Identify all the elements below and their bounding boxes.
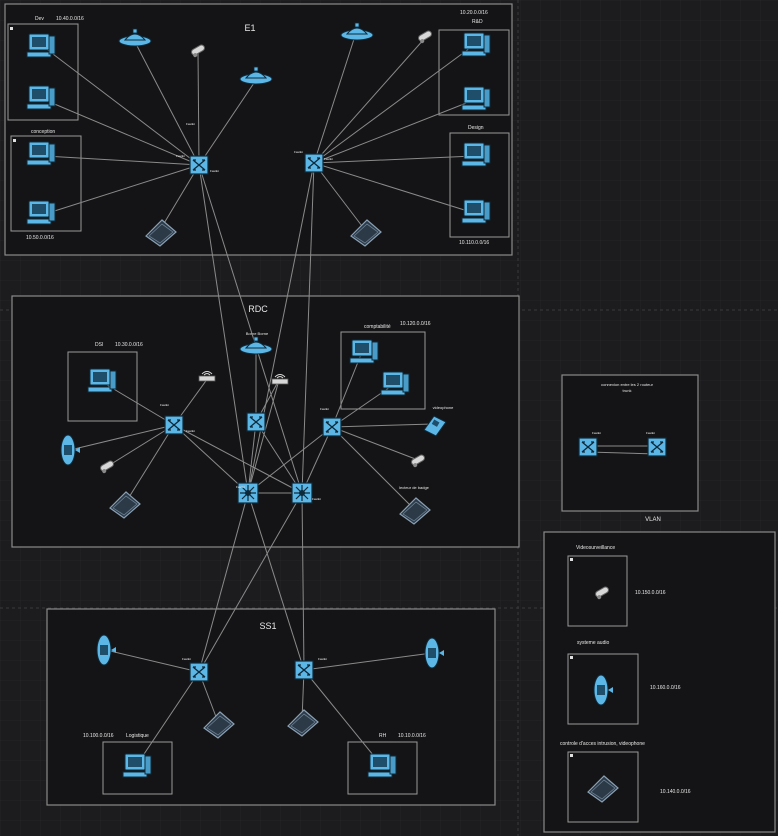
subnet-conception: 10.50.0.0/16	[26, 235, 54, 241]
computer-icon[interactable]	[461, 142, 491, 167]
zone-ss1	[46, 608, 496, 806]
switch-icon[interactable]	[189, 662, 209, 682]
port-label: FastEt	[318, 657, 327, 661]
port-label: FastEt	[236, 485, 245, 489]
label-compta: comptabilité	[364, 324, 391, 330]
zone-title-e1: E1	[244, 23, 255, 33]
router-icon[interactable]	[291, 482, 313, 504]
port-label: FastEt	[210, 169, 219, 173]
zone-title-vlan: VLAN	[645, 517, 661, 523]
subnet-rnd: 10.20.0.0/16	[460, 10, 488, 16]
port-label: FastEt	[186, 122, 195, 126]
subnet-audio: 10.160.0.0/16	[650, 685, 681, 691]
port-label: FastEt	[320, 407, 329, 411]
switch-icon[interactable]	[304, 153, 324, 173]
label-dsi: DSI	[95, 342, 103, 348]
switch-icon[interactable]	[294, 660, 314, 680]
computer-icon[interactable]	[26, 85, 56, 110]
computer-icon[interactable]	[87, 368, 117, 393]
zone-title-ss1: SS1	[259, 621, 276, 631]
computer-icon[interactable]	[26, 33, 56, 58]
vlan-caption: connexion entre les 2 routeur	[601, 382, 653, 387]
switch-icon[interactable]	[647, 437, 667, 457]
group-audio	[567, 653, 639, 725]
group-design	[449, 132, 510, 238]
label-rh: RH	[379, 733, 387, 739]
label-video: Videosurveillance	[576, 545, 615, 551]
computer-icon[interactable]	[122, 753, 152, 778]
group-logistique	[102, 741, 173, 795]
switch-icon[interactable]	[578, 437, 598, 457]
group-acces	[567, 751, 639, 823]
port-label: FastEt	[186, 429, 195, 433]
zone-security	[543, 531, 776, 833]
computer-icon[interactable]	[26, 200, 56, 225]
computer-icon[interactable]	[461, 86, 491, 111]
group-dev	[7, 23, 79, 121]
label-rnd: R&D	[472, 19, 483, 25]
port-label: FastEt	[324, 157, 333, 161]
subnet-acces: 10.140.0.0/16	[660, 789, 691, 795]
label-acces: controle d'acces intrusion, videophone	[560, 741, 645, 747]
subnet-video: 10.150.0.0/16	[635, 590, 666, 596]
port-label: FastEt	[592, 431, 601, 435]
group-conception	[10, 135, 82, 232]
group-rnd	[438, 29, 510, 116]
computer-icon[interactable]	[461, 199, 491, 224]
subnet-dev: 10.40.0.0/16	[56, 16, 84, 22]
switch-icon[interactable]	[322, 417, 342, 437]
subnet-logistique: 10.100.0.0/16	[83, 733, 114, 739]
subnet-compta: 10.120.0.0/16	[400, 321, 431, 327]
switch-icon[interactable]	[189, 155, 209, 175]
switch-icon[interactable]	[164, 415, 184, 435]
group-dsi	[67, 351, 138, 422]
subnet-dsi: 10.30.0.0/16	[115, 342, 143, 348]
links	[44, 35, 658, 767]
zone-e1	[4, 3, 513, 256]
switch-icon[interactable]	[246, 412, 266, 432]
label-dev: Dev	[35, 16, 44, 22]
port-label: FastEt	[646, 431, 655, 435]
group-compta	[340, 331, 426, 410]
port-label: FastEt	[176, 154, 185, 158]
computer-icon[interactable]	[349, 339, 379, 364]
label-logistique: Logistique	[126, 733, 149, 739]
label-videophone: videophone	[433, 405, 454, 410]
label-design: Design	[468, 125, 484, 131]
port-label: FastEt	[294, 150, 303, 154]
zone-title-rdc: RDC	[248, 304, 268, 314]
group-video	[567, 555, 628, 627]
label-borne: Borne Borne	[246, 331, 269, 336]
subnet-rh: 10.10.0.0/16	[398, 733, 426, 739]
computer-icon[interactable]	[380, 371, 410, 396]
port-label: FastEt	[312, 497, 321, 501]
port-label: FastEt	[182, 657, 191, 661]
port-label: FastEt	[160, 403, 169, 407]
computer-icon[interactable]	[26, 141, 56, 166]
label-audio: systeme audio	[577, 640, 609, 646]
label-conception: conception	[31, 129, 55, 135]
group-rh	[347, 741, 418, 795]
label-lecteur: lecteur de badge	[399, 485, 430, 490]
computer-icon[interactable]	[461, 32, 491, 57]
computer-icon[interactable]	[367, 753, 397, 778]
vlan-caption-2: trunk	[623, 388, 632, 393]
subnet-design: 10.110.0.0/16	[459, 240, 489, 246]
